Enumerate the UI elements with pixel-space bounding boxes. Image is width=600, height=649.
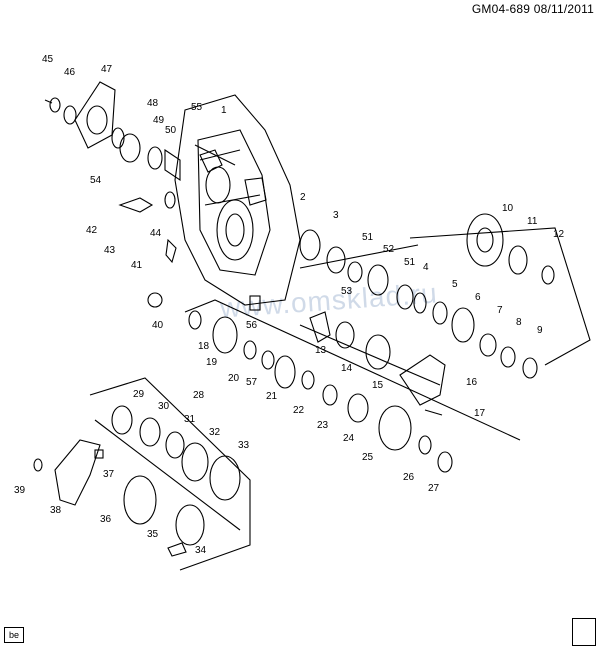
group-box-10-12 (409, 227, 591, 366)
callout-43: 43 (104, 245, 116, 256)
callout-2: 2 (300, 192, 306, 203)
callout-48: 48 (147, 98, 159, 109)
callout-26: 26 (403, 472, 415, 483)
callout-39: 39 (14, 485, 26, 496)
callout-46: 46 (64, 67, 76, 78)
group-box-13-27 (184, 299, 521, 441)
callout-57: 57 (246, 377, 258, 388)
callout-5: 5 (452, 279, 458, 290)
callout-4: 4 (423, 262, 429, 273)
flange-47-drawing (74, 81, 116, 149)
callout-49: 49 (153, 115, 165, 126)
callout-32: 32 (209, 427, 221, 438)
callout-15: 15 (372, 380, 384, 391)
callout-51b: 51 (404, 257, 416, 268)
callout-36: 36 (100, 514, 112, 525)
callout-7: 7 (497, 305, 503, 316)
callout-38: 38 (50, 505, 62, 516)
bracket-16-drawing (399, 354, 446, 406)
callout-20: 20 (228, 373, 240, 384)
callout-8: 8 (516, 317, 522, 328)
callout-31: 31 (184, 414, 196, 425)
callout-10: 10 (502, 203, 514, 214)
callout-52: 52 (383, 244, 395, 255)
badge: be (4, 627, 24, 643)
callout-27: 27 (428, 483, 440, 494)
callout-21: 21 (266, 391, 278, 402)
bearing-drawing (212, 316, 238, 354)
callout-56: 56 (246, 320, 258, 331)
callout-25: 25 (362, 452, 374, 463)
callout-11: 11 (527, 216, 538, 227)
callout-30: 30 (158, 401, 170, 412)
callout-40: 40 (152, 320, 164, 331)
callout-6: 6 (475, 292, 481, 303)
diagram-header: GM04-689 08/11/2011 (472, 2, 594, 16)
callout-9: 9 (537, 325, 543, 336)
diagram-code: GM04-689 (471, 2, 531, 16)
callout-44: 44 (150, 228, 162, 239)
callout-22: 22 (293, 405, 305, 416)
gear-drawing (367, 264, 389, 296)
callout-14: 14 (341, 363, 353, 374)
callout-3: 3 (333, 210, 339, 221)
callout-12: 12 (553, 229, 565, 240)
callout-33: 33 (238, 440, 250, 451)
corner-logo-icon (572, 618, 596, 646)
callout-labels: 1 2 3 4 5 6 7 8 9 10 11 12 13 14 15 16 1… (14, 54, 565, 556)
transmission-case-drawing (174, 94, 301, 306)
group-box-28-36 (89, 377, 251, 571)
callout-37: 37 (103, 469, 115, 480)
callout-54: 54 (90, 175, 102, 186)
callout-16: 16 (466, 377, 478, 388)
callout-17: 17 (474, 408, 486, 419)
callout-41: 41 (131, 260, 143, 271)
callout-47: 47 (101, 64, 113, 75)
diagram-date: 08/11/2011 (533, 2, 594, 16)
fork-drawing (54, 439, 101, 506)
callout-13: 13 (315, 345, 327, 356)
callout-35: 35 (147, 529, 159, 540)
callout-29: 29 (133, 389, 145, 400)
callout-42: 42 (86, 225, 98, 236)
callout-23: 23 (317, 420, 329, 431)
callout-53: 53 (341, 286, 353, 297)
callout-51a: 51 (362, 232, 374, 243)
callout-18: 18 (198, 341, 210, 352)
snap-ring-drawing (139, 417, 161, 447)
callout-1: 1 (221, 105, 227, 116)
callout-19: 19 (206, 357, 218, 368)
callout-45: 45 (42, 54, 54, 65)
callout-34: 34 (195, 545, 207, 556)
callout-50: 50 (165, 125, 177, 136)
callout-28: 28 (193, 390, 205, 401)
callout-24: 24 (343, 433, 355, 444)
callout-55: 55 (191, 102, 203, 113)
